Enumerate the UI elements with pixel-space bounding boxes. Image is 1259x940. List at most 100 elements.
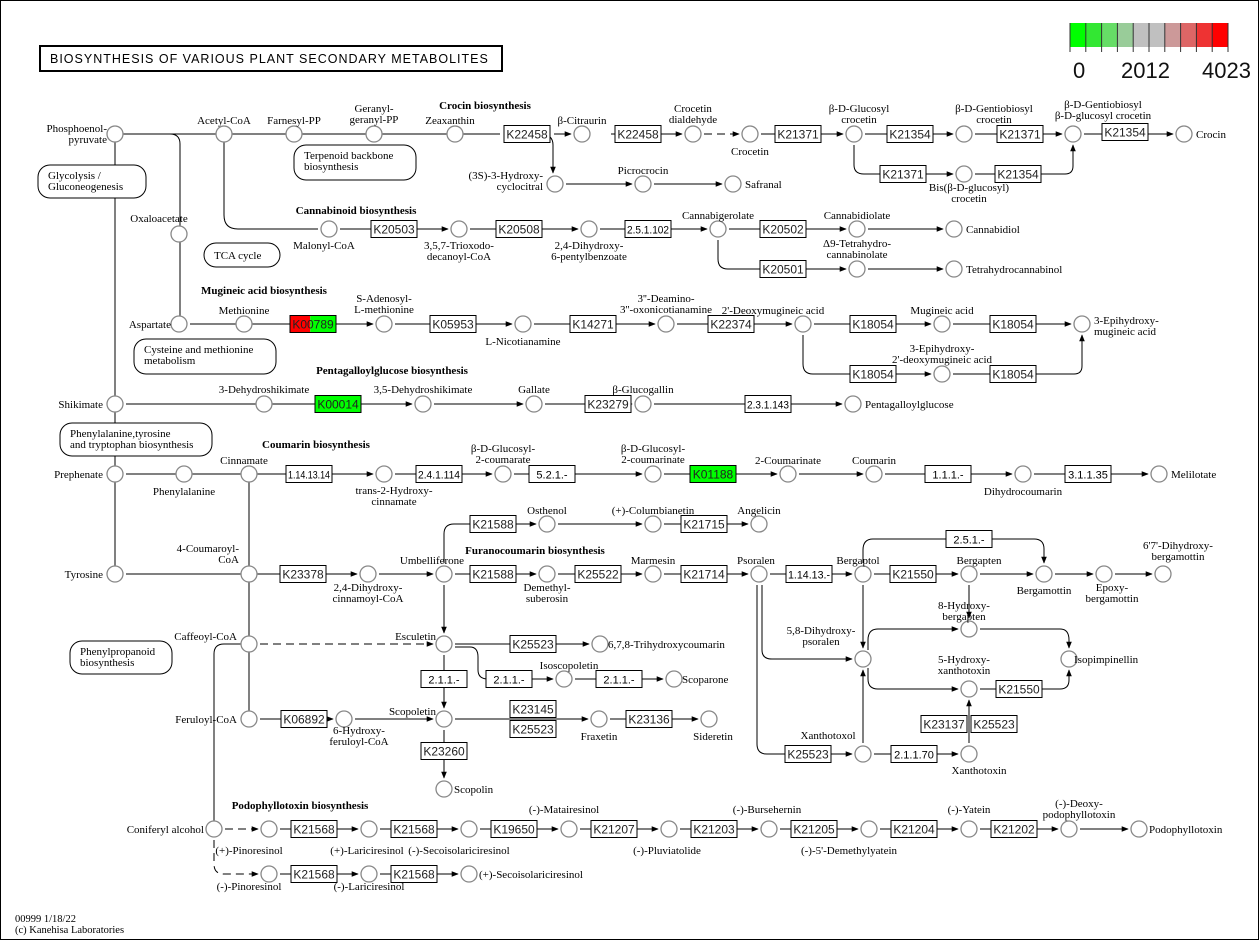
compound-ppinoresinol[interactable]: (+)-Pinoresinol: [215, 820, 283, 857]
enzyme-box[interactable]: [290, 865, 338, 883]
compound-node[interactable]: [538, 515, 556, 533]
compound-node[interactable]: [560, 820, 578, 838]
compound-node[interactable]: [1073, 315, 1091, 333]
compound-node[interactable]: [644, 565, 662, 583]
compound-osthenol[interactable]: Osthenol: [527, 505, 567, 533]
enzyme-K21588[interactable]: K21588: [469, 515, 517, 533]
enzyme-box[interactable]: [280, 710, 328, 728]
enzyme-box[interactable]: [924, 465, 972, 483]
enzyme-K00014[interactable]: K00014: [314, 395, 362, 413]
pathway-link-box[interactable]: [293, 144, 417, 181]
compound-sam[interactable]: S-Adenosyl-L-methionine: [354, 293, 414, 333]
compound-hydroxycyclocitral[interactable]: (3S)-3-Hydroxy-cyclocitral: [468, 170, 564, 193]
enzyme-box[interactable]: [994, 165, 1042, 183]
compound-cinnamate[interactable]: Cinnamate: [220, 455, 268, 483]
compound-node[interactable]: [240, 465, 258, 483]
compound-thc[interactable]: Tetrahydrocannabinol: [945, 260, 1062, 278]
compound-node[interactable]: [215, 125, 233, 143]
enzyme-K21354[interactable]: K21354: [994, 165, 1042, 183]
compound-cannabigerolate[interactable]: Cannabigerolate: [682, 210, 754, 238]
compound-node[interactable]: [494, 465, 512, 483]
compound-node[interactable]: [955, 125, 973, 143]
enzyme-2.5.1.-[interactable]: 2.5.1.-: [945, 530, 993, 548]
compound-dihydroxybergamottin[interactable]: 6'7'-Dihydroxy-bergamottin: [1143, 540, 1213, 583]
compound-mugineic[interactable]: Mugineic acid: [910, 305, 974, 333]
compound-bisglccrocetin[interactable]: Bis(β-D-glucosyl)crocetin: [929, 165, 1009, 205]
enzyme-box[interactable]: [625, 710, 673, 728]
compound-node[interactable]: [1014, 465, 1032, 483]
compound-deoxypodophyllotoxin[interactable]: (-)-Deoxy-podophyllotoxin: [1043, 798, 1116, 838]
enzyme-K05953[interactable]: K05953: [429, 315, 477, 333]
compound-node[interactable]: [360, 865, 378, 883]
enzyme-box[interactable]: [569, 315, 617, 333]
enzyme-K21550[interactable]: K21550: [889, 565, 937, 583]
compound-node[interactable]: [435, 780, 453, 798]
compound-node[interactable]: [255, 395, 273, 413]
enzyme-K21371[interactable]: K21371: [996, 125, 1044, 143]
compound-node[interactable]: [573, 125, 591, 143]
enzyme-K14271[interactable]: K14271: [569, 315, 617, 333]
enzyme-K23260[interactable]: K23260: [420, 742, 468, 760]
compound-safranal[interactable]: Safranal: [724, 175, 782, 193]
compound-prephenate[interactable]: Prephenate: [54, 465, 124, 483]
enzyme-2.1.1.-[interactable]: 2.1.1.-: [595, 670, 643, 688]
compound-angelicin[interactable]: Angelicin: [737, 505, 781, 533]
enzyme-K21205[interactable]: K21205: [790, 820, 838, 838]
compound-node[interactable]: [848, 260, 866, 278]
compound-psoralen[interactable]: Psoralen: [737, 555, 775, 583]
pathway-link-tca[interactable]: TCA cycle: [203, 242, 281, 268]
compound-nicotianamine[interactable]: L-Nicotianamine: [485, 315, 561, 348]
enzyme-box[interactable]: [995, 680, 1043, 698]
compound-node[interactable]: [106, 465, 124, 483]
compound-node[interactable]: [854, 745, 872, 763]
compound-node[interactable]: [1150, 465, 1168, 483]
compound-dihydroxycinnamoyl[interactable]: 2,4-Dihydroxy-cinnamoyl-CoA: [333, 565, 404, 605]
compound-gallate[interactable]: Gallate: [518, 384, 550, 413]
enzyme-K21204[interactable]: K21204: [890, 820, 938, 838]
enzyme-K19650[interactable]: K19650: [490, 820, 538, 838]
enzyme-K23145[interactable]: K23145: [509, 700, 557, 718]
compound-coumarin[interactable]: Coumarin: [852, 455, 896, 483]
compound-node[interactable]: [365, 125, 383, 143]
compound-node[interactable]: [644, 515, 662, 533]
compound-node[interactable]: [760, 820, 778, 838]
compound-hydroxycinnamate[interactable]: trans-2-Hydroxy-cinnamate: [356, 465, 433, 508]
compound-glucogallin[interactable]: β-Glucogallin: [612, 384, 674, 413]
compound-node[interactable]: [450, 220, 468, 238]
compound-node[interactable]: [1095, 565, 1113, 583]
compound-node[interactable]: [1175, 125, 1193, 143]
compound-node[interactable]: [1060, 650, 1078, 668]
compound-mlariciresinol[interactable]: (-)-Lariciresinol: [334, 865, 405, 893]
compound-bergapten[interactable]: Bergapten: [956, 555, 1002, 583]
enzyme-K25523[interactable]: K25523: [509, 720, 557, 738]
enzyme-2.4.1.114[interactable]: 2.4.1.114: [415, 465, 463, 483]
compound-node[interactable]: [240, 710, 258, 728]
compound-node[interactable]: [170, 225, 188, 243]
enzyme-box[interactable]: [920, 715, 968, 733]
enzyme-K20502[interactable]: K20502: [759, 220, 807, 238]
enzyme-box[interactable]: [849, 315, 897, 333]
compound-node[interactable]: [106, 395, 124, 413]
compound-node[interactable]: [240, 565, 258, 583]
compound-acetylcoa[interactable]: Acetyl-CoA: [197, 115, 251, 143]
compound-scopoletin[interactable]: Scopoletin: [389, 706, 453, 728]
enzyme-box[interactable]: [689, 465, 737, 483]
enzyme-box[interactable]: [490, 820, 538, 838]
compound-node[interactable]: [1130, 820, 1148, 838]
compound-pentagalloylglucose[interactable]: Pentagalloylglucose: [844, 395, 954, 413]
compound-umbelliferone[interactable]: Umbelliferone: [400, 555, 464, 583]
enzyme-K21207[interactable]: K21207: [590, 820, 638, 838]
enzyme-box[interactable]: [996, 125, 1044, 143]
compound-node[interactable]: [260, 865, 278, 883]
enzyme-box[interactable]: [879, 165, 927, 183]
enzyme-box[interactable]: [290, 820, 338, 838]
compound-marmesin[interactable]: Marmesin: [631, 555, 676, 583]
enzyme-K21202[interactable]: K21202: [990, 820, 1038, 838]
compound-node[interactable]: [960, 820, 978, 838]
enzyme-K25523[interactable]: K25523: [509, 635, 557, 653]
enzyme-box[interactable]: [970, 715, 1018, 733]
compound-node[interactable]: [414, 395, 432, 413]
compound-zeaxanthin[interactable]: Zeaxanthin: [425, 115, 475, 143]
